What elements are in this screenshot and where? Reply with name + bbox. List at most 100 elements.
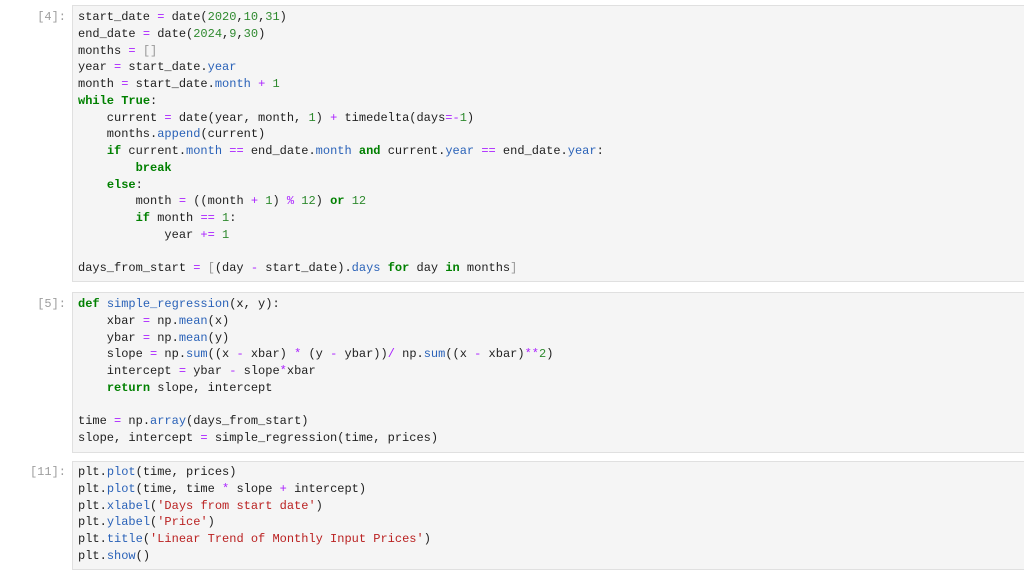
code-line: plt.ylabel('Price') (78, 514, 431, 531)
code-token: * (222, 481, 230, 496)
code-token: = (114, 60, 122, 75)
code-line: current = date(year, month, 1) + timedel… (78, 110, 604, 127)
code-line: if month == 1: (78, 210, 604, 227)
code-token: months. (78, 127, 158, 142)
code-token: ) (258, 26, 266, 41)
code-token: slope (78, 347, 151, 362)
code-editor[interactable] (72, 292, 1024, 453)
code-editor[interactable] (72, 461, 1024, 570)
code-token: (current) (200, 127, 266, 142)
code-editor[interactable] (72, 5, 1024, 282)
code-token: , (236, 10, 244, 24)
code-token: append (157, 127, 201, 142)
code-token: + (330, 110, 338, 125)
code-token: - (250, 261, 259, 276)
code-token (136, 44, 143, 58)
code-token: slope, intercept (150, 380, 273, 395)
code-line: plt.plot(time, prices) (78, 464, 431, 481)
code-token: date( (164, 10, 208, 24)
code-token: days (351, 261, 381, 276)
code-token: ybar)) (337, 347, 388, 362)
code-line: ybar = np.mean(y) (78, 330, 553, 347)
code-token: 'Price' (157, 515, 208, 530)
code-content[interactable]: start_date = date(2020,10,31)end_date = … (78, 9, 604, 277)
code-token: plot (106, 481, 136, 496)
code-token: = (114, 414, 122, 429)
code-token: plt. (78, 498, 107, 513)
code-token: () (135, 548, 151, 563)
code-token: , (258, 10, 266, 24)
code-token: == (229, 144, 244, 158)
code-line: time = np.array(days_from_start) (78, 413, 553, 430)
code-token: ybar (186, 364, 230, 378)
code-token: == (481, 144, 496, 158)
code-token: and (358, 144, 381, 158)
code-token: 1 (272, 77, 280, 91)
code-content[interactable]: plt.plot(time, prices)plt.plot(time, tim… (78, 464, 431, 565)
code-token: ) (466, 110, 475, 125)
code-token: sum (186, 347, 208, 362)
code-token: , (222, 26, 230, 41)
code-token: (time, prices) (135, 465, 237, 479)
code-token: year (78, 60, 115, 75)
code-token: 12 (351, 194, 367, 209)
code-token: intercept (78, 364, 179, 378)
code-token: ) (207, 515, 215, 530)
code-token: xlabel (106, 498, 151, 513)
code-token: = (164, 110, 172, 125)
code-token: + (250, 194, 259, 209)
code-token (215, 228, 222, 242)
execution-prompt: [11]: (29, 465, 66, 479)
code-token: date( (150, 26, 194, 41)
code-token: day (409, 261, 446, 276)
code-token (78, 161, 136, 175)
code-token: mean (178, 313, 208, 328)
code-token: simple_regression (106, 297, 230, 311)
code-token: 10 (243, 10, 259, 24)
code-token: month (214, 77, 251, 91)
code-token: time (78, 414, 115, 429)
code-token: current. (121, 144, 187, 158)
code-token: * (294, 347, 302, 362)
code-token: * (279, 364, 287, 378)
code-token: + (279, 481, 287, 496)
code-token (215, 211, 222, 225)
code-token: ) (423, 532, 431, 546)
code-token: xbar) (481, 347, 525, 362)
code-token: xbar (286, 364, 316, 378)
code-token: 12 (301, 194, 316, 209)
code-token: 2020 (207, 10, 237, 24)
code-token: == (200, 211, 215, 225)
code-token: return (106, 380, 151, 395)
code-token: month (315, 144, 352, 158)
code-token: current. (380, 144, 446, 158)
code-token: timedelta(days (337, 110, 446, 125)
code-token: plt. (78, 515, 107, 530)
code-token (78, 144, 107, 158)
code-line: if current.month == end_date.month and c… (78, 143, 604, 160)
execution-prompt: [4]: (37, 10, 66, 24)
code-line: else: (78, 177, 604, 194)
code-token: ] (510, 261, 518, 276)
code-token: date(year, month, (171, 110, 309, 125)
code-token: np. (121, 414, 151, 429)
code-token: end_date. (243, 144, 316, 158)
code-token: start_date). (258, 261, 352, 276)
code-token: ((month (186, 194, 251, 209)
code-token: - (229, 364, 237, 378)
code-line: slope = np.sum((x - xbar) * (y - ybar))/… (78, 346, 554, 363)
code-line: year = start_date.year (78, 59, 604, 76)
code-token: ) (272, 194, 287, 209)
code-token: 'Linear Trend of Monthly Input Prices' (150, 532, 424, 546)
code-token: = (121, 77, 129, 91)
code-token (251, 77, 258, 91)
code-token: year (567, 144, 597, 158)
code-token: ( (142, 532, 151, 546)
code-token: ((x (445, 347, 475, 362)
code-token: 1 (308, 110, 316, 125)
code-content[interactable]: def simple_regression(x, y): xbar = np.m… (78, 296, 553, 447)
code-token: show (106, 548, 136, 563)
code-line (78, 244, 604, 261)
code-token: array (150, 414, 187, 429)
code-token: 30 (243, 26, 259, 41)
